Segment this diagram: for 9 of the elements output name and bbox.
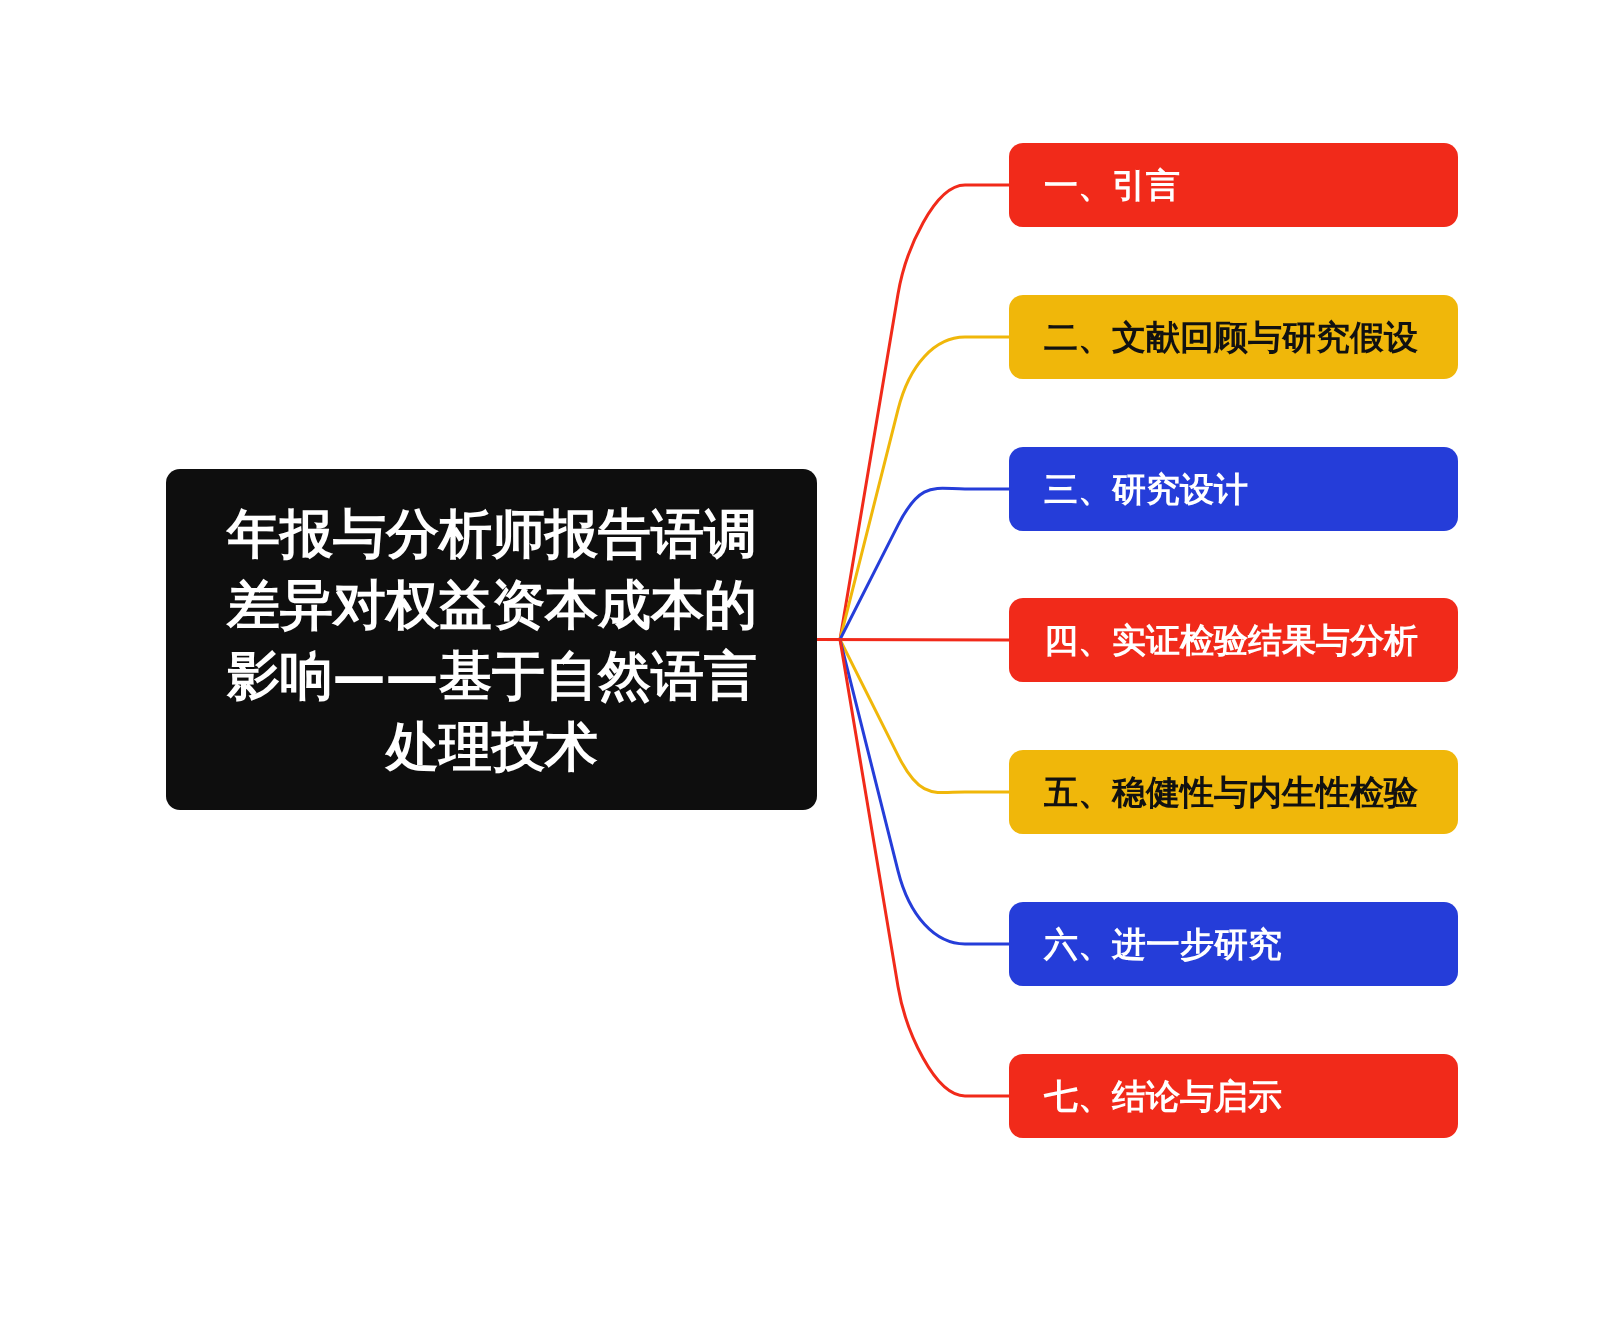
topic-box: 二、文献回顾与研究假设 — [1009, 295, 1458, 379]
topic-box: 五、稳健性与内生性检验 — [1009, 750, 1458, 834]
topic-box: 七、结论与启示 — [1009, 1054, 1458, 1138]
topic-box: 一、引言 — [1009, 143, 1458, 227]
topic-box: 四、实证检验结果与分析 — [1009, 598, 1458, 682]
connector-line — [817, 638, 1009, 1098]
central-topic-box: 年报与分析师报告语调差异对权益资本成本的影响——基于自然语言处理技术 — [166, 469, 817, 810]
topic-box: 六、进一步研究 — [1009, 902, 1458, 986]
topic-box: 三、研究设计 — [1009, 447, 1458, 531]
